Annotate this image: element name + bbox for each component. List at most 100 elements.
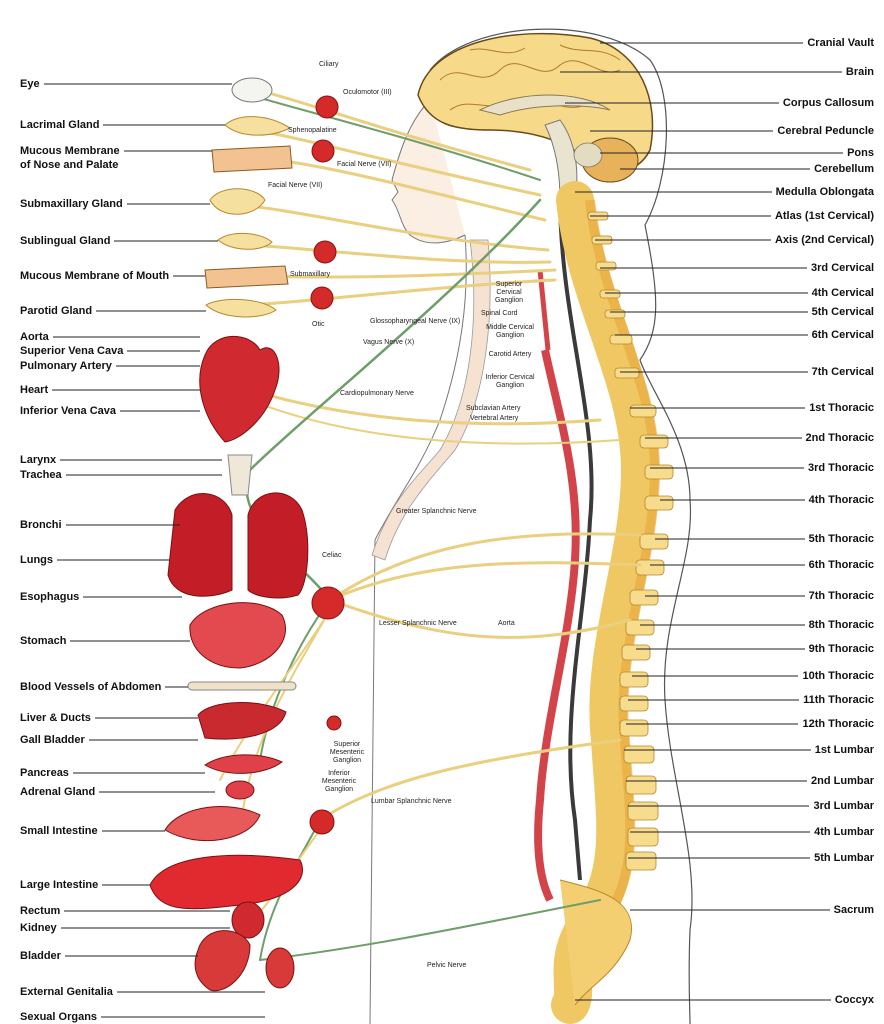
label-12th-thoracic: 12th Thoracic [802,718,874,730]
label-stomach: Stomach [20,635,67,647]
label-aorta: Aorta [20,331,49,343]
parotid-gland [205,298,277,318]
mouth-mucosa [204,265,289,289]
aorta-vessel [534,349,580,902]
label-mucous-membrane-nose: Mucous Membrane [20,145,120,157]
label-parotid-gland: Parotid Gland [20,305,93,317]
label-inferior-cervical-ganglion: Inferior Cervical Ganglion [485,374,535,389]
label-esophagus: Esophagus [20,591,80,603]
organs [149,77,309,992]
label-4th-thoracic: 4th Thoracic [808,494,874,506]
label-ciliary: Ciliary [319,61,339,68]
label-sexual-organs: Sexual Organs [20,1011,98,1023]
label-1st-lumbar: 1st Lumbar [814,744,874,756]
label-carotid-artery: Carotid Artery [488,351,532,358]
label-facial-nerve-upper: Facial Nerve (VII) [337,161,392,168]
label-medulla-oblongata: Medulla Oblongata [775,186,874,198]
label-submaxillary: Submaxillary [290,271,331,278]
vertebral-column [551,181,660,1024]
liver [197,702,287,740]
label-sphenopalatine: Sphenopalatine [288,127,337,134]
label-lungs: Lungs [20,554,53,566]
label-7th-thoracic: 7th Thoracic [808,590,874,602]
label-pelvic-nerve: Pelvic Nerve [427,962,467,969]
label-3rd-cervical: 3rd Cervical [811,262,874,274]
label-inferior-mesenteric-ganglion: Inferior Mesenteric Ganglion [321,770,357,793]
label-kidney: Kidney [20,922,57,934]
left-lung [167,493,233,597]
label-facial-nerve-lower: Facial Nerve (VII) [268,182,323,189]
label-glossopharyngeal: Glossopharyngeal Nerve (IX) [370,318,461,325]
label-2nd-thoracic: 2nd Thoracic [805,432,874,444]
label-axis: Axis (2nd Cervical) [774,234,874,246]
label-3rd-thoracic: 3rd Thoracic [807,462,874,474]
submaxillary-gland [209,188,266,215]
label-mucous-membrane-mouth: Mucous Membrane of Mouth [20,270,170,282]
nasal-mucosa [211,145,293,173]
label-lesser-splanchnic-nerve: Lesser Splanchnic Nerve [379,620,457,627]
label-superior-vena-cava: Superior Vena Cava [20,345,124,357]
label-eye: Eye [20,78,40,90]
label-heart: Heart [20,384,49,396]
label-lacrimal-gland: Lacrimal Gland [20,119,100,131]
label-7th-cervical: 7th Cervical [811,366,874,378]
label-liver-ducts: Liver & Ducts [20,712,91,724]
label-blood-vessels-abdomen: Blood Vessels of Abdomen [20,681,162,693]
eye [231,77,273,103]
bladder [194,930,251,992]
label-small-intestine: Small Intestine [20,825,98,837]
label-celiac: Celiac [322,552,342,559]
label-nose-and-palate: of Nose and Palate [20,159,119,171]
label-subclavian-artery: Subclavian Artery [466,405,521,412]
label-4th-cervical: 4th Cervical [811,287,874,299]
label-oculomotor: Oculomotor (III) [343,89,392,96]
sacrum-coccyx [559,879,632,1006]
sexual-organ [265,947,295,989]
inferior-mesenteric-ganglion [309,809,335,835]
label-corpus-callosum: Corpus Callosum [782,97,874,109]
label-inferior-vena-cava: Inferior Vena Cava [20,405,116,417]
label-submaxillary-gland: Submaxillary Gland [20,198,123,210]
label-large-intestine: Large Intestine [20,879,99,891]
label-trachea: Trachea [20,469,62,481]
adrenal-gland [225,780,255,800]
label-sublingual-gland: Sublingual Gland [20,235,111,247]
label-sacrum: Sacrum [833,904,874,916]
label-3rd-lumbar: 3rd Lumbar [813,800,874,812]
right-lung [247,492,309,599]
stomach [189,602,287,669]
label-lumbar-splanchnic-nerve: Lumbar Splanchnic Nerve [371,798,452,805]
label-2nd-lumbar: 2nd Lumbar [811,775,874,787]
label-adrenal-gland: Adrenal Gland [20,786,96,798]
label-6th-thoracic: 6th Thoracic [808,559,874,571]
neck-outline [369,234,467,1024]
ganglia [309,95,345,835]
label-leader-lines [44,42,843,1018]
celiac-ganglion [311,586,345,620]
label-vertebral-artery: Vertebral Artery [470,415,519,422]
trachea-larynx [227,454,253,496]
label-cardiopulmonary-nerve: Cardiopulmonary Nerve [340,390,414,397]
label-atlas: Atlas (1st Cervical) [774,210,874,222]
label-otic: Otic [312,321,325,328]
label-aorta-inner: Aorta [498,620,515,627]
sphenopalatine-ganglion [311,139,335,163]
kidney [231,901,265,939]
label-5th-cervical: 5th Cervical [811,306,874,318]
corpus-callosum [478,94,611,116]
label-bladder: Bladder [20,950,61,962]
large-intestine [149,854,303,910]
sublingual-gland [217,233,273,250]
carotid-vessel [537,269,551,351]
label-10th-thoracic: 10th Thoracic [802,670,874,682]
label-cerebral-peduncle: Cerebral Peduncle [777,125,874,137]
otic-ganglion [310,286,334,310]
label-vagus: Vagus Nerve (X) [363,339,415,346]
label-pancreas: Pancreas [20,767,69,779]
label-5th-lumbar: 5th Lumbar [814,852,874,864]
label-gall-bladder: Gall Bladder [20,734,85,746]
label-rectum: Rectum [20,905,61,917]
label-brain: Brain [845,66,874,78]
